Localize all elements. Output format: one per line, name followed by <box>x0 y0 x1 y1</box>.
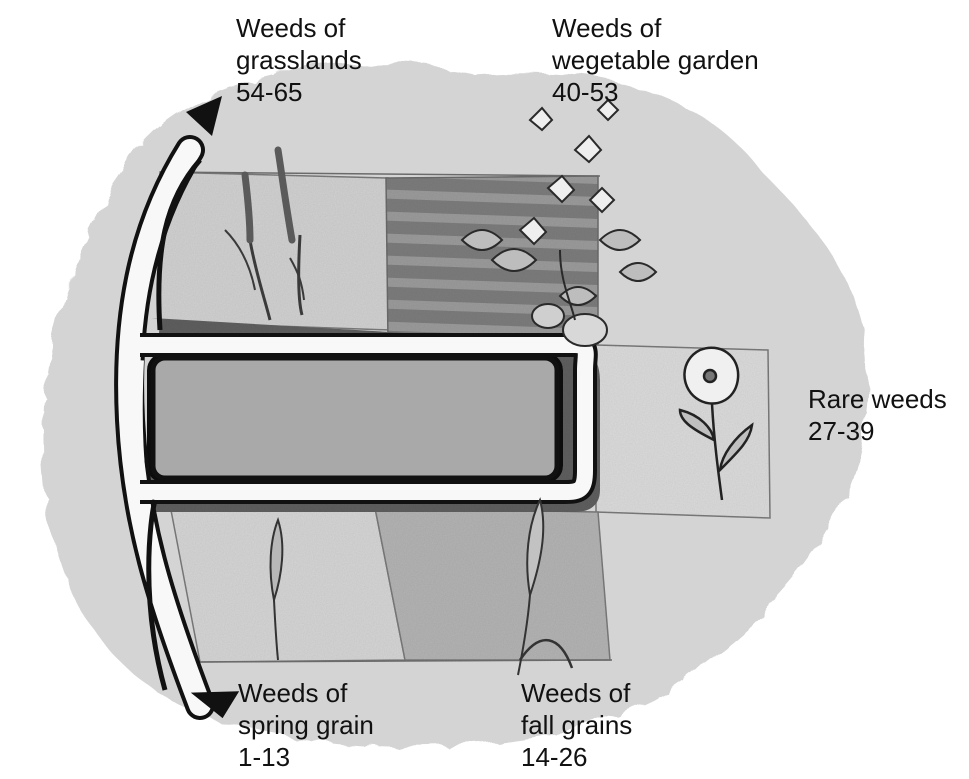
label-title: Rare weeds <box>808 383 947 415</box>
label-range: 1-13 <box>238 741 374 773</box>
label-range: 14-26 <box>521 741 632 773</box>
label-title: grasslands <box>236 44 362 76</box>
label-title: Weeds of <box>552 12 759 44</box>
label-title: spring grain <box>238 709 374 741</box>
label-title: fall grains <box>521 709 632 741</box>
label-title: Weeds of <box>236 12 362 44</box>
label-weeds-of-fall-grains: Weeds of fall grains 14-26 <box>521 677 632 773</box>
fall-grains-plot <box>375 508 610 660</box>
label-weeds-of-grasslands: Weeds of grasslands 54-65 <box>236 12 362 108</box>
label-weeds-of-vegetable-garden: Weeds of wegetable garden 40-53 <box>552 12 759 108</box>
label-title: wegetable garden <box>552 44 759 76</box>
label-title: Weeds of <box>238 677 374 709</box>
label-title: Weeds of <box>521 677 632 709</box>
label-rare-weeds: Rare weeds 27-39 <box>808 383 947 447</box>
label-range: 54-65 <box>236 76 362 108</box>
spring-grain-plot <box>170 505 405 662</box>
grassland-plot <box>160 172 390 330</box>
label-range: 40-53 <box>552 76 759 108</box>
label-weeds-of-spring-grain: Weeds of spring grain 1-13 <box>238 677 374 773</box>
label-range: 27-39 <box>808 415 947 447</box>
